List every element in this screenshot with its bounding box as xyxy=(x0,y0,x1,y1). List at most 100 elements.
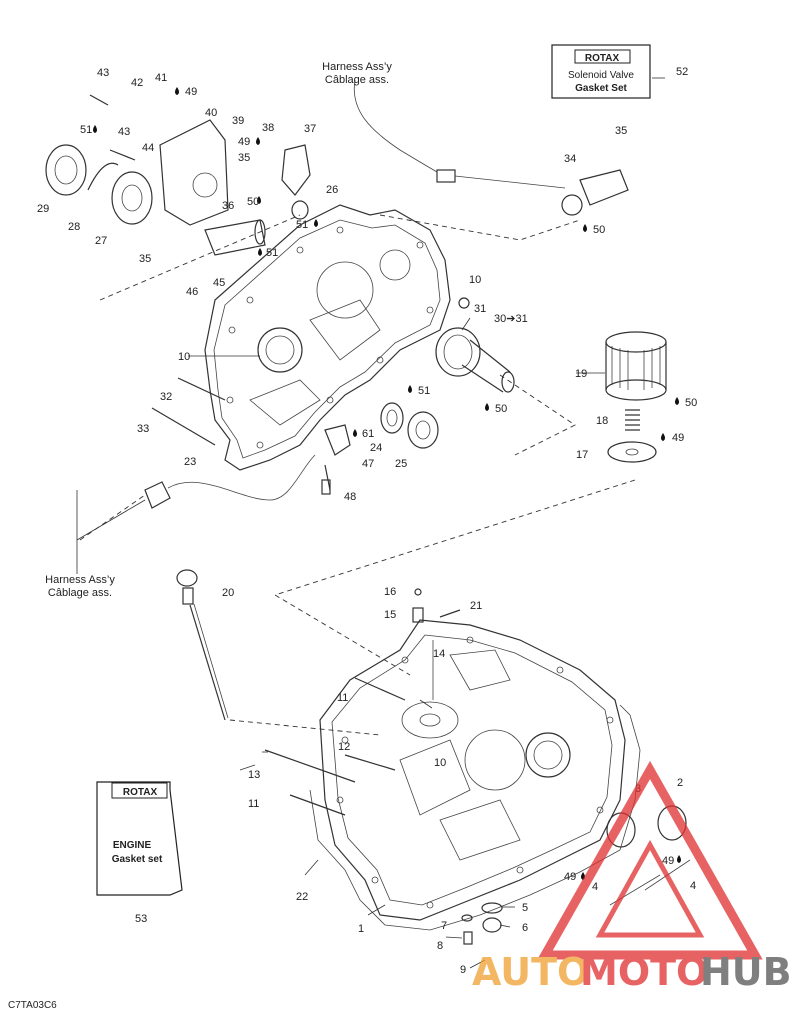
watermark-hub: HUB xyxy=(700,950,792,994)
callout: 10 xyxy=(178,351,190,363)
callout: 50 xyxy=(247,196,259,208)
upper-crankcase-cover xyxy=(204,204,451,471)
callout: 44 xyxy=(142,142,154,154)
callout: 51 xyxy=(296,219,308,231)
callout: 51 xyxy=(80,124,92,136)
callout: 49 xyxy=(672,432,684,444)
callout: 43 xyxy=(97,67,109,79)
drain-plug-parts xyxy=(461,902,503,945)
callout: 21 xyxy=(470,600,482,612)
shaft-assembly xyxy=(435,297,515,393)
callout: 10 xyxy=(469,274,481,286)
callout: 38 xyxy=(262,122,274,134)
callout: 10 xyxy=(434,757,446,769)
callout: 4 xyxy=(690,880,696,892)
oil-filter xyxy=(605,331,667,401)
callout: 11 xyxy=(337,692,348,704)
bolt-12 xyxy=(344,754,396,771)
callout: 51 xyxy=(418,385,430,397)
callout: 23 xyxy=(184,456,196,468)
callout: 28 xyxy=(68,221,80,233)
harness-left-line1: Harness Ass’y xyxy=(45,574,115,586)
bolt-43a xyxy=(89,94,109,106)
callout: 1 xyxy=(358,923,364,935)
bolt-11a xyxy=(354,677,406,701)
callout: 42 xyxy=(131,77,143,89)
callout: 7 xyxy=(441,920,447,932)
callout: 45 xyxy=(213,277,225,289)
callout: 46 xyxy=(186,286,198,298)
callout: 9 xyxy=(460,964,466,976)
leader-dash-6 xyxy=(79,494,146,541)
callout: 30➔31 xyxy=(494,313,528,325)
callout: 16 xyxy=(384,586,396,598)
callout: 13 xyxy=(248,769,260,781)
gasket-kit-53: ROTAX ENGINE Gasket set xyxy=(96,781,183,896)
callout: 32 xyxy=(160,391,172,403)
kit53-line1: ENGINE xyxy=(113,840,152,851)
harness-top-line1: Harness Ass’y xyxy=(322,61,392,73)
callout: 49 xyxy=(662,855,674,867)
callout: 33 xyxy=(137,423,149,435)
callout: 2 xyxy=(677,777,683,789)
callout: 4 xyxy=(592,881,598,893)
harness-label-left: Harness Ass’y Câblage ass. xyxy=(45,574,115,599)
callout: 18 xyxy=(596,415,608,427)
callout: 52 xyxy=(676,66,688,78)
gasket-kit-52: ROTAX Solenoid Valve Gasket Set xyxy=(551,44,651,99)
leader-dash-1 xyxy=(99,214,301,301)
callout: 6 xyxy=(522,922,528,934)
watermark-auto: AUTO xyxy=(472,950,589,994)
kit52-brand: ROTAX xyxy=(585,53,620,64)
callout: 14 xyxy=(433,648,445,660)
kit52-line1: Solenoid Valve xyxy=(568,70,634,81)
callout: 20 xyxy=(222,587,234,599)
callout: 25 xyxy=(395,458,407,470)
callout: 8 xyxy=(437,940,443,952)
oil-drop-icons xyxy=(93,87,681,880)
harness-connector-top xyxy=(353,79,566,189)
callout: 43 xyxy=(118,126,130,138)
callout: 22 xyxy=(296,891,308,903)
callout: 19 xyxy=(575,368,587,380)
callout: 51 xyxy=(266,247,278,259)
bolt-13 xyxy=(264,749,356,783)
solenoid-36 xyxy=(204,219,266,256)
kit52-line2: Gasket Set xyxy=(575,83,627,94)
callout: 27 xyxy=(95,235,107,247)
callout: 35 xyxy=(139,253,151,265)
callout: 5 xyxy=(522,902,528,914)
bolt-33 xyxy=(151,407,216,446)
figure-code: C7TA03C6 xyxy=(8,1000,57,1011)
callout: 31 xyxy=(474,303,486,315)
callout: 49 xyxy=(238,136,250,148)
leader-dash-2 xyxy=(379,214,581,241)
callout: 50 xyxy=(685,397,697,409)
watermark-logo: AUTO MOTO HUB xyxy=(472,760,792,994)
kit53-brand: ROTAX xyxy=(123,787,158,798)
bolt-32 xyxy=(177,377,226,401)
lower-crankcase xyxy=(319,619,626,921)
leader-dash-4 xyxy=(273,479,636,676)
callout: 29 xyxy=(37,203,49,215)
gasket-22 xyxy=(309,704,641,931)
callout: 40 xyxy=(205,107,217,119)
callout: 49 xyxy=(185,86,197,98)
part-37 xyxy=(281,144,311,196)
callout: 37 xyxy=(304,123,316,135)
harness-label-top: Harness Ass’y Câblage ass. xyxy=(322,61,392,86)
bolt-11b xyxy=(289,794,346,816)
spring-and-plate xyxy=(607,409,657,463)
lead-lines xyxy=(76,77,665,969)
callout: 35 xyxy=(615,125,627,137)
callout: 61 xyxy=(362,428,374,440)
cover-plate xyxy=(159,119,229,226)
harness-left-line2: Câblage ass. xyxy=(48,587,112,599)
leader-dash-3 xyxy=(499,374,576,456)
callout: 49 xyxy=(564,871,576,883)
callout: 15 xyxy=(384,609,396,621)
callout: 34 xyxy=(564,153,576,165)
seals-left xyxy=(45,144,153,225)
callout: 35 xyxy=(238,152,250,164)
